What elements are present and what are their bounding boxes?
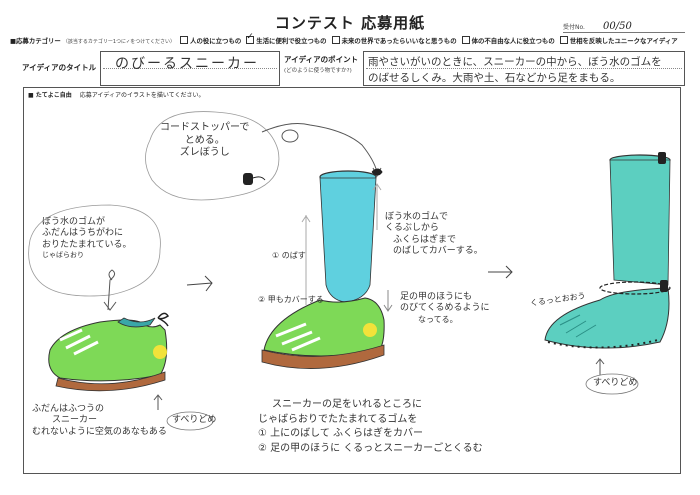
non-slip-label-1: すべりどめ bbox=[172, 415, 217, 425]
step1-label: ① のばす bbox=[272, 251, 306, 260]
category-option-3: 体の不自由な人に役立つもの bbox=[471, 37, 555, 45]
mid-note-line: ふくらはぎまで bbox=[393, 234, 457, 245]
mid-note-line: のばしてカバーする。 bbox=[393, 245, 483, 256]
idea-title-field[interactable]: のびーるスニーカー bbox=[100, 51, 280, 86]
boot-drawing-wrapped bbox=[544, 152, 671, 349]
category-option-1: 生活に便利で役立つもの bbox=[256, 37, 327, 45]
category-option-0: 人の役に立つもの bbox=[190, 37, 242, 45]
folded-note-line: ふだんはうちがわに bbox=[42, 228, 124, 239]
receipt-number-field: 受付No. 00/50 bbox=[563, 18, 685, 33]
normal-caption-line: むれないように空気のあなもある bbox=[32, 426, 167, 437]
instep-note-line: 足の甲のほうにも bbox=[400, 292, 473, 302]
category-checkbox-2[interactable] bbox=[331, 36, 340, 44]
folded-note-line: じゃばらおり bbox=[42, 250, 84, 259]
idea-title-value: のびーるスニーカー bbox=[115, 56, 259, 72]
category-checkbox-0[interactable] bbox=[180, 36, 189, 44]
stopper-note-line: ズレぼうし bbox=[179, 147, 230, 158]
receipt-value: 00/50 bbox=[603, 21, 632, 32]
folded-note-line: おりたたまれている。 bbox=[42, 239, 132, 250]
sneaker-drawing-normal bbox=[48, 312, 170, 392]
illustration-header: ■ たてよこ自由 応募アイディアのイラストを描いてください。 bbox=[28, 90, 205, 99]
illustration-frame bbox=[23, 87, 681, 474]
category-option-4: 世相を反映したユニークなアイディア bbox=[569, 37, 678, 45]
bottom-note-line: スニーカーの足をいれるところに bbox=[272, 399, 422, 410]
bottom-note-line: じゃばらおりでたたまれてるゴムを bbox=[258, 413, 418, 425]
idea-point-sublabel: (どのように使う物ですか?) bbox=[284, 68, 352, 74]
cord-stopper-icon bbox=[243, 173, 266, 185]
folded-note: ぼう水のゴムが ふだんはうちがわに おりたたまれている。 じゃばらおり bbox=[42, 217, 131, 260]
category-checkbox-4[interactable] bbox=[559, 36, 568, 44]
idea-title-label: アイディアのタイトル bbox=[22, 63, 97, 72]
normal-caption-line: ふだんはふつうの bbox=[32, 404, 105, 414]
non-slip-label-2: すべりどめ bbox=[593, 378, 638, 388]
stopper-note: コードストッパーで とめる。 ズレぼうし bbox=[160, 122, 249, 160]
arrow-right-icon-2 bbox=[488, 265, 513, 279]
category-checkbox-3[interactable] bbox=[461, 36, 470, 44]
idea-point-line1: 雨やさいがいのときに、スニーカーの中から、ぼう水のゴムを bbox=[368, 56, 662, 68]
mid-note-line: ぼう水のゴムで bbox=[385, 212, 449, 222]
stopper-note-line: とめる。 bbox=[184, 134, 225, 146]
category-row: ■応募カテゴリー （該当するカテゴリー1つに✓をつけてください） 人の役に立つも… bbox=[10, 32, 678, 45]
idea-point-line2: のばせるしくみ。大雨や土、石などから足をまもる。 bbox=[368, 72, 621, 84]
idea-point-label: アイディアのポイント bbox=[284, 55, 359, 64]
instep-notes: 足の甲のほうにも のびてくるめるように なってる。 bbox=[400, 292, 490, 325]
receipt-label: 受付No. bbox=[563, 24, 585, 31]
mid-notes: ぼう水のゴムで くるぶしから ふくらはぎまで のばしてカバーする。 bbox=[385, 212, 483, 257]
illustration-header-label: ■ たてよこ自由 bbox=[28, 92, 72, 99]
folded-note-line: ぼう水のゴムが bbox=[42, 217, 106, 227]
bottom-notes: スニーカーの足をいれるところに じゃばらおりでたたまれてるゴムを ① 上にのばし… bbox=[258, 398, 483, 456]
bottom-note-line: ① 上にのばして ふくらはぎをカバー bbox=[258, 428, 424, 439]
category-label: ■応募カテゴリー bbox=[10, 37, 61, 45]
page-title: コンテスト 応募用紙 bbox=[274, 14, 426, 32]
mid-note-line: くるぶしから bbox=[385, 223, 439, 234]
category-instruction: （該当するカテゴリー1つに✓をつけてください） bbox=[62, 39, 176, 45]
category-checkbox-1[interactable] bbox=[246, 32, 255, 44]
step2-label: ② 甲もカバーする bbox=[258, 295, 324, 304]
idea-point-field[interactable]: 雨やさいがいのときに、スニーカーの中から、ぼう水のゴムを のばせるしくみ。大雨や… bbox=[363, 51, 685, 86]
arrow-right-icon bbox=[186, 275, 213, 292]
category-option-2: 未来の世界であったらいいなと思うもの bbox=[341, 37, 457, 45]
illustration-header-instruction: 応募アイディアのイラストを描いてください。 bbox=[79, 92, 205, 99]
instep-note-line: のびてくるめるように bbox=[400, 303, 490, 314]
instep-note-line: なってる。 bbox=[418, 314, 458, 324]
stopper-bubble bbox=[145, 111, 280, 201]
sneaker-drawing-extended bbox=[261, 168, 385, 369]
stopper-note-line: コードストッパーで bbox=[160, 122, 250, 133]
folded-bubble bbox=[28, 204, 161, 297]
bottom-note-line: ② 足の甲のほうに くるっとスニーカーごとくるむ bbox=[258, 442, 483, 454]
normal-caption-line: スニーカー bbox=[52, 415, 98, 426]
normal-caption: ふだんはふつうの スニーカー むれないように空気のあなもある bbox=[32, 404, 167, 438]
